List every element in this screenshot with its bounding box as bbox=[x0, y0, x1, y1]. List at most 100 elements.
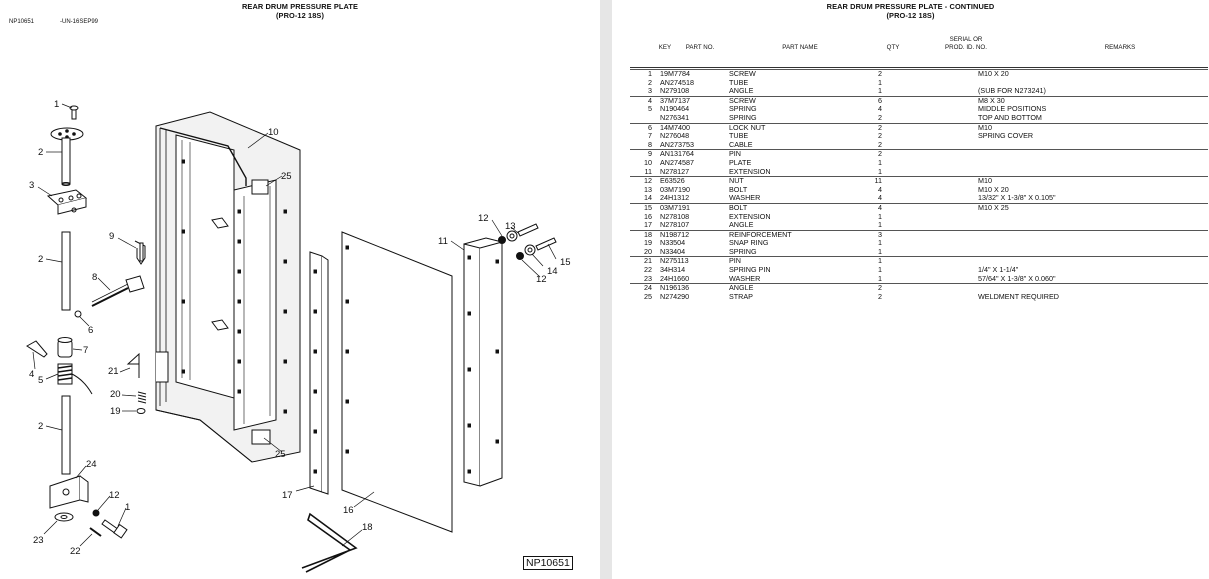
callout-16: 16 bbox=[343, 505, 354, 516]
callout-4: 4 bbox=[29, 369, 34, 380]
part-name-cell: WASHER bbox=[729, 193, 761, 203]
part-no-cell: 03M7191 bbox=[660, 202, 690, 212]
callout-22: 22 bbox=[70, 546, 81, 557]
part-no-cell: N274290 bbox=[660, 291, 690, 301]
parts-list-title: REAR DRUM PRESSURE PLATE - CONTINUED bbox=[826, 2, 995, 11]
callout-17: 17 bbox=[282, 490, 293, 501]
plate-part bbox=[155, 111, 301, 463]
callout-7: 7 bbox=[83, 345, 88, 356]
part-no-cell: 19M7784 bbox=[660, 69, 690, 78]
hardware-upper-right bbox=[498, 223, 557, 260]
key-cell: 17 bbox=[644, 220, 652, 230]
remarks-cell: SPRING COVER bbox=[978, 131, 1034, 141]
qty-cell: 1 bbox=[878, 166, 882, 176]
callout-13: 13 bbox=[505, 221, 516, 232]
part-no-cell: N278127 bbox=[660, 166, 690, 176]
part-name-cell: PLATE bbox=[729, 157, 752, 167]
qty-cell: 1 bbox=[878, 246, 882, 256]
col-key-header: KEY bbox=[658, 44, 672, 51]
part-name-cell: TUBE bbox=[729, 131, 749, 141]
qty-cell: 4 bbox=[878, 202, 882, 212]
part-no-cell: AN273753 bbox=[660, 139, 694, 149]
part-no-cell: 03M7190 bbox=[660, 184, 690, 194]
qty-cell: 2 bbox=[878, 149, 882, 159]
qty-cell: 2 bbox=[878, 112, 882, 122]
callout-6: 6 bbox=[88, 325, 93, 336]
callout-1: 1 bbox=[54, 99, 59, 110]
qty-cell: 2 bbox=[878, 122, 882, 132]
disc-plate-part bbox=[50, 127, 84, 141]
page-gutter bbox=[600, 0, 612, 579]
extension-11-part bbox=[463, 237, 503, 487]
remarks-cell: M10 X 20 bbox=[978, 69, 1009, 78]
parts-list-page: REAR DRUM PRESSURE PLATE - CONTINUED (PR… bbox=[612, 0, 1209, 579]
cable-part bbox=[91, 275, 145, 307]
angle-part-bottom bbox=[49, 475, 89, 509]
angle-17-part bbox=[309, 251, 329, 495]
qty-cell: 1 bbox=[878, 238, 882, 248]
key-cell: 7 bbox=[648, 131, 652, 141]
part-no-cell: N275113 bbox=[660, 256, 689, 266]
part-no-cell: AN274518 bbox=[660, 77, 694, 87]
callout-18: 18 bbox=[362, 522, 373, 533]
key-cell: 8 bbox=[648, 139, 652, 149]
callout-2: 2 bbox=[38, 421, 43, 432]
qty-cell: 1 bbox=[878, 265, 882, 275]
col-qty-header: QTY bbox=[886, 44, 900, 51]
part-name-cell: SNAP RING bbox=[729, 238, 769, 248]
part-no-cell: AN131764 bbox=[660, 149, 694, 159]
remarks-cell: 57/64" X 1-3/8" X 0.060" bbox=[978, 273, 1056, 283]
part-name-cell: NUT bbox=[729, 176, 744, 186]
qty-cell: 1 bbox=[878, 256, 882, 266]
callout-9: 9 bbox=[109, 231, 114, 242]
remarks-cell: WELDMENT REQUIRED bbox=[978, 291, 1059, 301]
callout-23: 23 bbox=[33, 535, 44, 546]
diagram-subtitle: (PRO-12 18S) bbox=[275, 11, 325, 20]
qty-cell: 3 bbox=[878, 229, 882, 239]
callout-3: 3 bbox=[29, 180, 34, 191]
pin-part bbox=[134, 240, 146, 265]
part-name-cell: STRAP bbox=[729, 291, 753, 301]
qty-cell: 1 bbox=[878, 157, 882, 167]
diagram-title: REAR DRUM PRESSURE PLATE bbox=[241, 2, 358, 11]
part-no-cell: 37M7137 bbox=[660, 95, 690, 105]
callout-15: 15 bbox=[560, 257, 571, 268]
screw-part-4 bbox=[26, 340, 48, 358]
qty-cell: 11 bbox=[874, 176, 882, 186]
snap-ring-part bbox=[136, 408, 146, 414]
key-cell: 13 bbox=[644, 184, 652, 194]
key-cell: 2 bbox=[648, 77, 652, 87]
extension-16-part bbox=[341, 231, 453, 533]
key-cell: 19 bbox=[644, 238, 652, 248]
key-cell: 9 bbox=[648, 149, 652, 159]
callout-14: 14 bbox=[547, 266, 558, 277]
callout-10: 10 bbox=[268, 127, 279, 138]
callout-12: 12 bbox=[536, 274, 547, 285]
remarks-cell: M8 X 30 bbox=[978, 95, 1005, 105]
part-name-cell: BOLT bbox=[729, 184, 748, 194]
part-name-cell: ANGLE bbox=[729, 220, 754, 230]
qty-cell: 4 bbox=[878, 193, 882, 203]
spring-cover-part bbox=[57, 337, 73, 358]
callout-11: 11 bbox=[438, 236, 448, 247]
part-no-cell: 24H1312 bbox=[660, 193, 690, 203]
part-name-cell: ANGLE bbox=[729, 283, 754, 293]
remarks-cell: M10 X 25 bbox=[978, 202, 1009, 212]
key-cell: 25 bbox=[644, 291, 652, 301]
exploded-parts-diagram: 1 2 3 2 9 8 6 7 4 5 21 20 19 2 24 12 1 2… bbox=[26, 99, 571, 573]
qty-cell: 1 bbox=[878, 220, 882, 230]
key-cell: 24 bbox=[644, 283, 652, 293]
